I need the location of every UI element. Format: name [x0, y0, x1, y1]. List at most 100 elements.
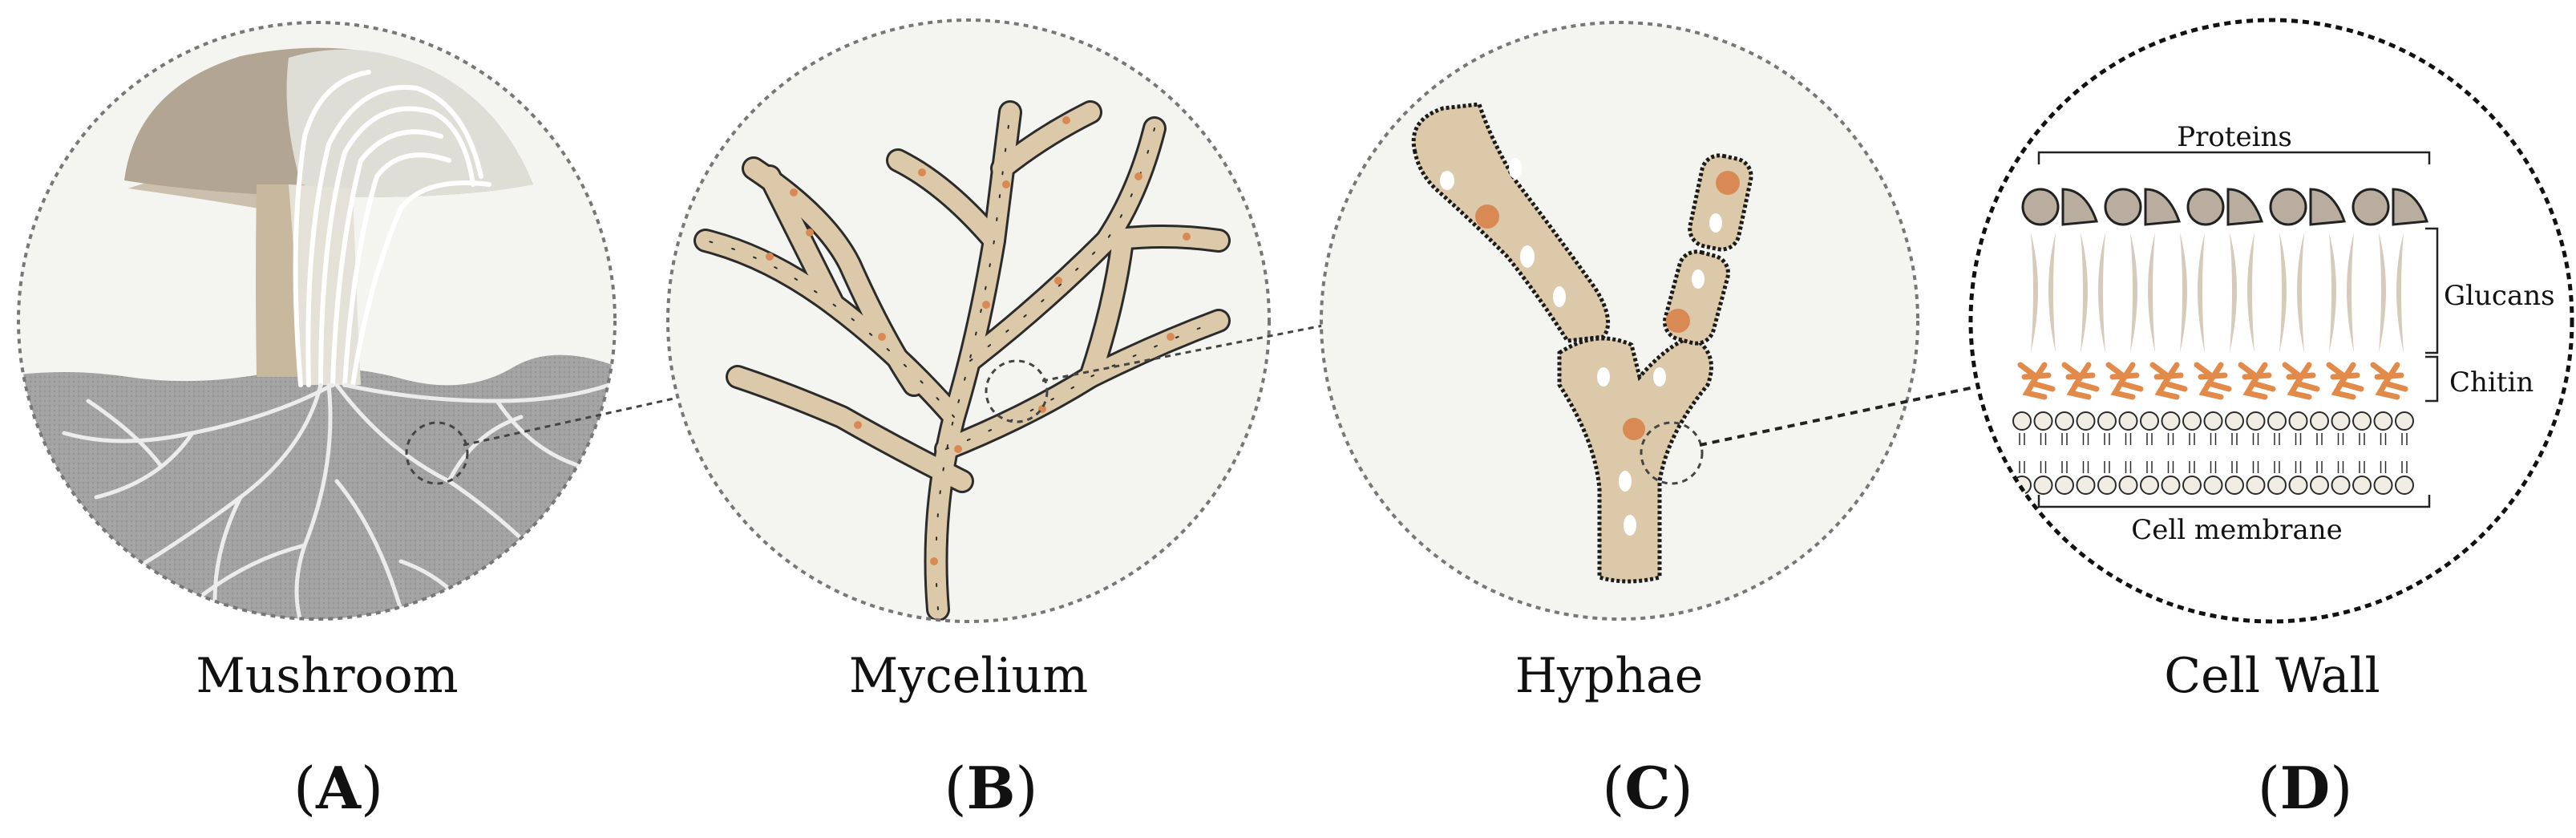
phospholipid-tail	[2061, 433, 2068, 445]
mushroom-zoom-circle	[405, 421, 469, 485]
protein-leaf	[2309, 188, 2347, 226]
phospholipid-tail	[2380, 433, 2387, 445]
phospholipid-tail	[2210, 433, 2217, 445]
protein-layer	[2021, 188, 2429, 226]
glucan-chain	[2329, 233, 2336, 353]
phospholipid-head	[2118, 476, 2138, 495]
chitin-fibril	[2326, 362, 2364, 400]
phospholipid-tail	[2019, 461, 2025, 473]
connector-c-d	[1699, 386, 1975, 447]
protein-globular	[2186, 188, 2225, 226]
glucan-chain	[2279, 233, 2287, 353]
glucan-chain	[2347, 233, 2354, 353]
phospholipid-head	[2331, 411, 2351, 431]
caption-mycelium: Mycelium	[848, 648, 1089, 704]
phospholipid-head	[2225, 476, 2244, 495]
phospholipid-head	[2373, 411, 2393, 431]
phospholipid-head	[2331, 476, 2351, 495]
protein-globular	[2352, 188, 2390, 226]
phospholipid-tail	[2125, 433, 2132, 445]
phospholipid-head	[2055, 476, 2074, 495]
chitin-fibril	[2149, 362, 2188, 400]
panel-label-d: (D)	[2257, 754, 2353, 822]
phospholipid-head	[2225, 411, 2244, 431]
label-chitin: Chitin	[2449, 366, 2534, 399]
phospholipid-tail	[2295, 433, 2302, 445]
phospholipid-tail	[2019, 433, 2025, 445]
phospholipid-head	[2246, 476, 2266, 495]
chitin-fibril	[2282, 362, 2320, 400]
protein-globular	[2104, 188, 2142, 226]
phospholipid-head	[2310, 476, 2329, 495]
mycelium-circle-outline	[666, 18, 1271, 623]
proteins-bracket	[2037, 151, 2431, 164]
phospholipid-head	[2373, 476, 2393, 495]
caption-hyphae: Hyphae	[1514, 648, 1704, 704]
phospholipid-tail	[2274, 433, 2280, 445]
nuclei	[1475, 171, 1740, 440]
phospholipid-tail	[2167, 433, 2174, 445]
panel-hyphae	[1320, 21, 1919, 621]
protein-globular	[2269, 188, 2307, 226]
glucan-chain	[2247, 233, 2255, 353]
phospholipid-head	[2182, 476, 2202, 495]
phospholipid-head	[2140, 476, 2159, 495]
phospholipid-head	[2097, 476, 2117, 495]
glucan-chain	[2297, 233, 2304, 353]
phospholipid-tail	[2189, 461, 2195, 473]
mycelium-zoom-circle	[985, 359, 1049, 423]
phospholipid-tail	[2401, 461, 2408, 473]
panel-mushroom	[17, 21, 617, 621]
panel-label-a: (A)	[293, 754, 384, 822]
panel-label-c: (C)	[1602, 754, 1693, 822]
cell-wall-circle-bg	[1971, 20, 2572, 621]
caption-mushroom: Mushroom	[196, 648, 459, 704]
phospholipid-head	[2161, 411, 2181, 431]
glucan-chain	[2130, 233, 2137, 353]
cell-wall-circle-outline	[1968, 18, 2574, 624]
glucan-layer	[2031, 233, 2404, 353]
hypha-cell-lower	[1557, 334, 1713, 584]
connector-a-b	[463, 396, 678, 447]
phospholipid-tail	[2337, 433, 2344, 445]
phospholipid-head	[2140, 411, 2159, 431]
phospholipid-tail	[2125, 461, 2132, 473]
phospholipid-tail	[2167, 461, 2174, 473]
phospholipid-tail	[2104, 433, 2110, 445]
phospholipid-tail	[2040, 461, 2047, 473]
phospholipid-head	[2352, 411, 2372, 431]
glucan-chain	[2031, 233, 2038, 353]
panel-mycelium	[666, 18, 1271, 623]
chitin-fibril	[2105, 362, 2144, 400]
phospholipid-head	[2033, 476, 2053, 495]
label-glucans: Glucans	[2444, 280, 2555, 312]
glucan-chain	[2198, 233, 2205, 353]
phospholipid-head	[2288, 476, 2308, 495]
chitin-bracket	[2425, 355, 2439, 403]
phospholipid-tail	[2082, 433, 2089, 445]
protein-leaf	[2061, 188, 2099, 226]
glucan-chain	[2081, 233, 2088, 353]
phospholipid-head	[2161, 476, 2181, 495]
phospholipid-tail	[2082, 461, 2089, 473]
phospholipid-head	[2395, 411, 2414, 431]
phospholipid-head	[2395, 476, 2414, 495]
phospholipid-tail	[2146, 433, 2153, 445]
phospholipid-tail	[2231, 461, 2238, 473]
glucan-chain	[2148, 233, 2155, 353]
phospholipid-tail	[2274, 461, 2280, 473]
protein-globular	[2021, 188, 2060, 226]
phospholipid-head	[2012, 411, 2032, 431]
chitin-fibril	[2370, 362, 2408, 400]
mushroom-circle-outline	[17, 21, 617, 621]
glucan-chain	[2180, 233, 2187, 353]
phospholipid-tail	[2210, 461, 2217, 473]
phospholipid-tail	[2104, 461, 2110, 473]
cell-membrane-layer	[2012, 411, 2414, 495]
phospholipid-tail	[2252, 461, 2259, 473]
phospholipid-head	[2267, 411, 2287, 431]
chitin-fibril	[2194, 362, 2232, 400]
glucan-chain	[2396, 233, 2404, 353]
phospholipid-head	[2076, 411, 2096, 431]
protein-leaf	[2226, 188, 2264, 226]
